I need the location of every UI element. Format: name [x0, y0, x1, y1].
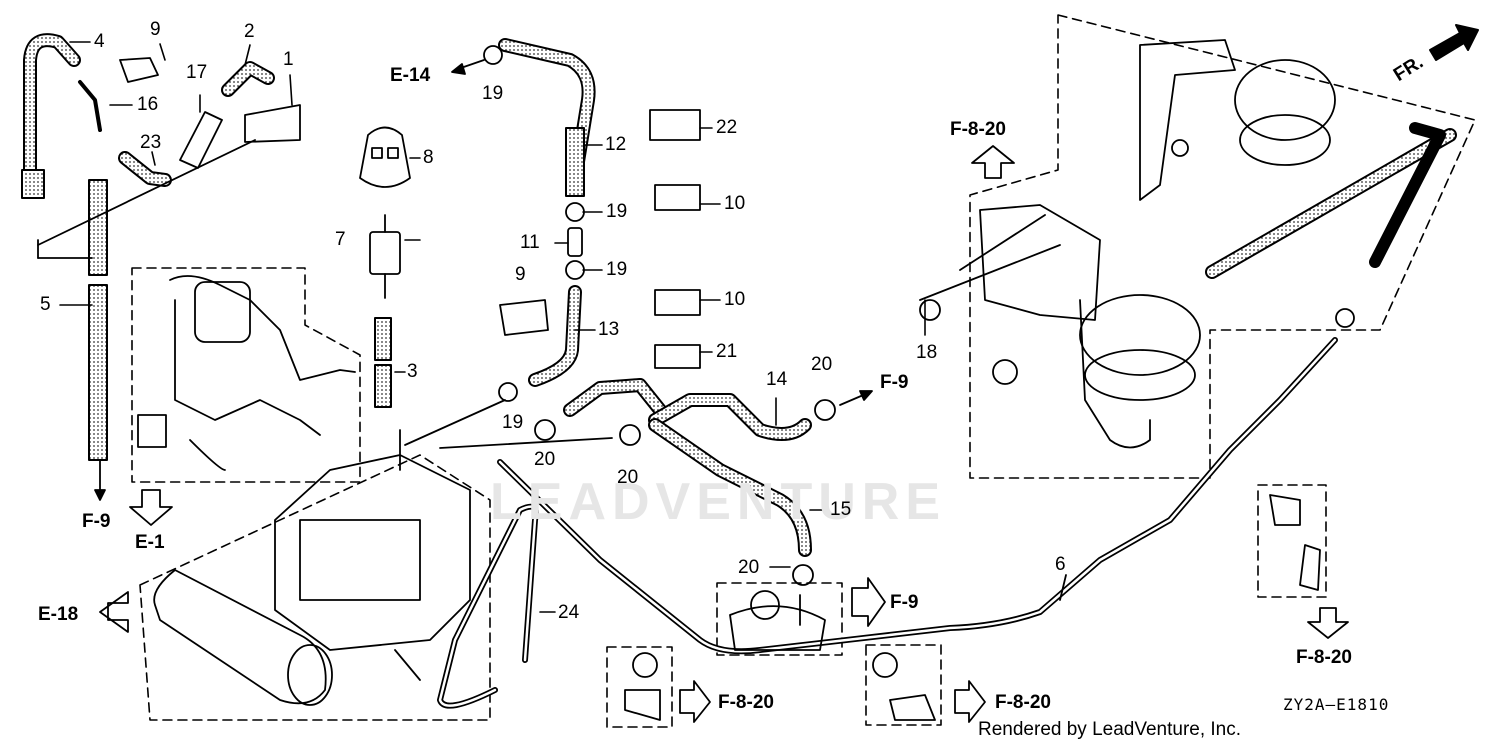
- callout-3[interactable]: 3: [407, 361, 418, 382]
- ref-e18[interactable]: E-18: [38, 604, 79, 625]
- callout-23[interactable]: 23: [140, 132, 162, 153]
- callout-13[interactable]: 13: [598, 319, 620, 340]
- ref-e14[interactable]: E-14: [390, 65, 431, 86]
- callout-24[interactable]: 24: [558, 602, 580, 623]
- reference-arrows: [99, 145, 1349, 723]
- hose-bodies: [21, 33, 1457, 557]
- callout-4[interactable]: 4: [94, 31, 105, 52]
- callout-7[interactable]: 7: [335, 229, 346, 250]
- ref-f8-20-top[interactable]: F-8-20: [950, 119, 1006, 140]
- front-arrow: [1429, 24, 1479, 61]
- part-sketches: [37, 39, 1355, 721]
- ref-f8-20-right[interactable]: F-8-20: [1296, 647, 1352, 668]
- callout-17[interactable]: 17: [186, 62, 208, 83]
- callout-19-d[interactable]: 19: [502, 412, 524, 433]
- callout-2[interactable]: 2: [244, 21, 255, 42]
- callout-20-a[interactable]: 20: [811, 354, 833, 375]
- callout-20-c[interactable]: 20: [617, 467, 639, 488]
- line-24: [437, 503, 539, 709]
- credit-text: Rendered by LeadVenture, Inc.: [978, 719, 1242, 740]
- ref-f9-low[interactable]: F-9: [890, 592, 919, 613]
- callout-9-top[interactable]: 9: [150, 19, 161, 40]
- callout-20-d[interactable]: 20: [738, 557, 760, 578]
- diagram-code: ZY2A—E1810: [1283, 695, 1390, 714]
- callout-21[interactable]: 21: [716, 341, 738, 362]
- callout-16[interactable]: 16: [137, 94, 159, 115]
- callout-20-b[interactable]: 20: [534, 449, 556, 470]
- ref-f8-20-bottom-mid[interactable]: F-8-20: [995, 692, 1051, 713]
- callout-8[interactable]: 8: [423, 147, 434, 168]
- ref-e1[interactable]: E-1: [135, 532, 165, 553]
- callout-18[interactable]: 18: [916, 342, 938, 363]
- callout-15[interactable]: 15: [830, 499, 852, 520]
- callout-5[interactable]: 5: [40, 294, 51, 315]
- watermark-text: LEADVENTURE: [490, 473, 947, 531]
- callout-11[interactable]: 11: [520, 232, 540, 253]
- callout-1[interactable]: 1: [283, 49, 294, 70]
- dashed-group-outlines: [131, 14, 1476, 728]
- callout-12[interactable]: 12: [605, 134, 627, 155]
- callout-10-mid[interactable]: 10: [724, 289, 746, 310]
- ref-f8-20-bottom-left[interactable]: F-8-20: [718, 692, 774, 713]
- ref-f9-left[interactable]: F-9: [82, 511, 111, 532]
- pointer-arrows: [94, 59, 873, 501]
- callout-14[interactable]: 14: [766, 369, 788, 390]
- callout-leads: [59, 41, 926, 613]
- callout-6[interactable]: 6: [1055, 554, 1066, 575]
- ref-f9-mid[interactable]: F-9: [880, 372, 909, 393]
- callout-19-b[interactable]: 19: [606, 201, 628, 222]
- callout-10-top[interactable]: 10: [724, 193, 746, 214]
- callout-22[interactable]: 22: [716, 117, 738, 138]
- callout-9-mid[interactable]: 9: [515, 264, 526, 285]
- callout-19-c[interactable]: 19: [606, 259, 628, 280]
- callout-19-a[interactable]: 19: [482, 83, 504, 104]
